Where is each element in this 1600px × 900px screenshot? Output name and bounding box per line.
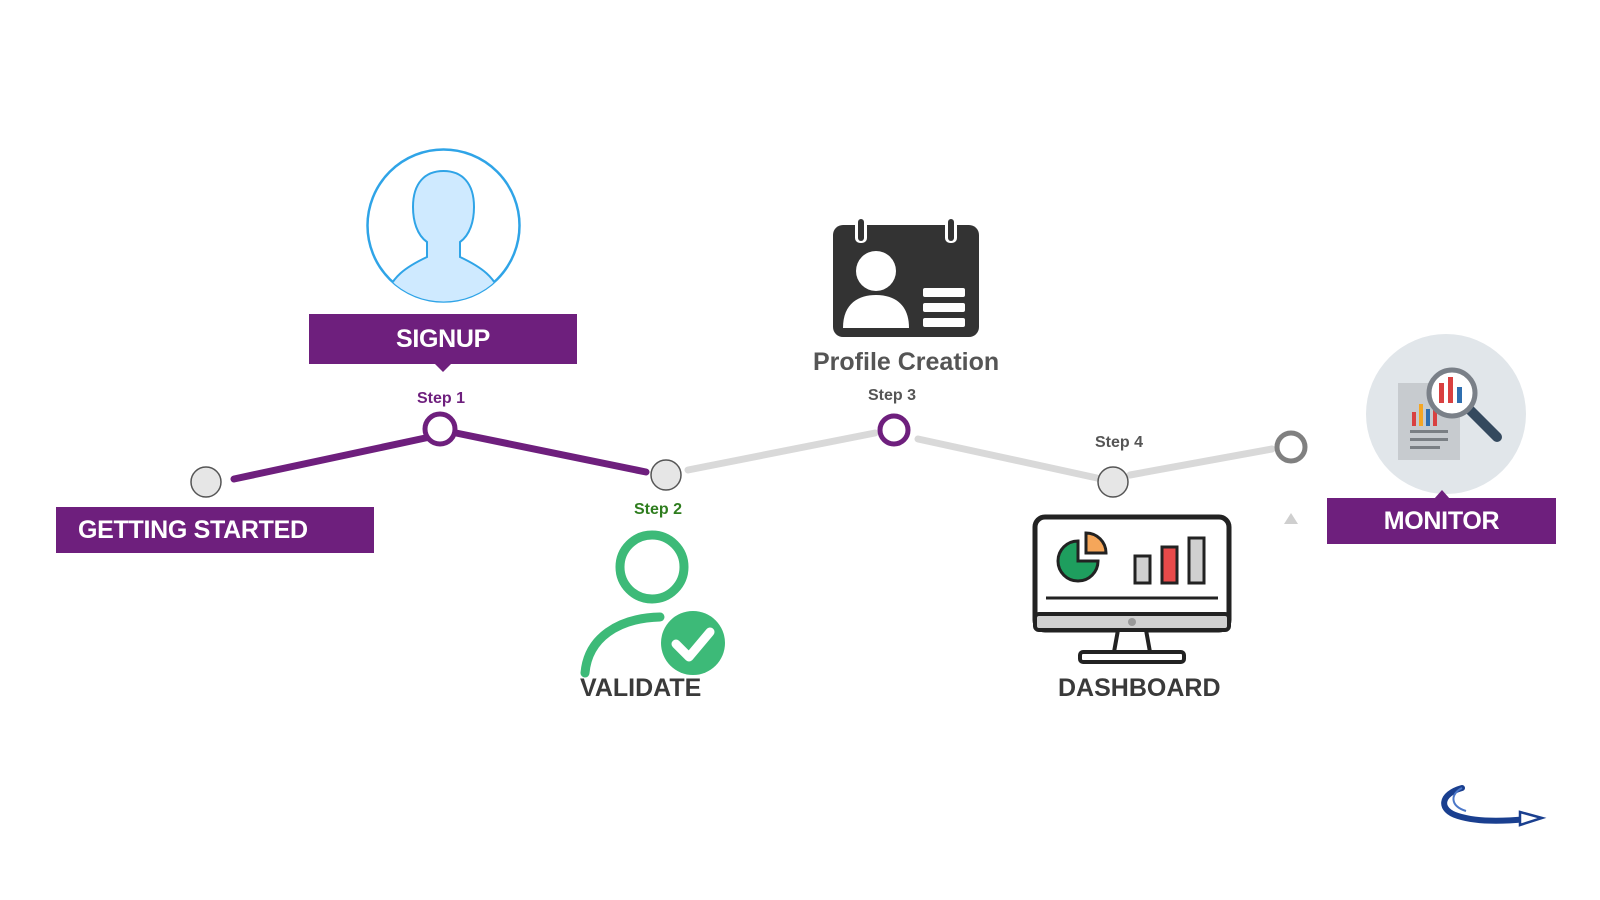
step-4-label: Step 4 (1095, 434, 1144, 451)
node-step-2 (650, 459, 682, 491)
user-avatar-icon (366, 148, 521, 303)
timeline-segment-2 (452, 429, 650, 476)
timeline-segment-1 (230, 433, 434, 483)
dashboard-monitor-icon (1032, 514, 1232, 664)
logo-swoosh-icon (1441, 785, 1547, 827)
monitor-banner: MONITOR (1327, 498, 1556, 544)
dashboard-label: DASHBOARD (1058, 674, 1221, 702)
node-monitor (1274, 430, 1308, 464)
profile-creation-label: Profile Creation (813, 348, 1000, 376)
signup-banner: SIGNUP (309, 314, 577, 364)
report-magnifier-icon (1366, 334, 1526, 494)
node-step-3 (877, 413, 911, 447)
timeline-segment-5 (1126, 445, 1276, 479)
timeline-segment-4 (914, 435, 1101, 482)
signup-label: SIGNUP (395, 324, 491, 353)
node-getting-started (190, 466, 222, 498)
step-2-label: Step 2 (634, 501, 683, 518)
node-step-1 (422, 411, 458, 447)
timeline-segment-3 (684, 429, 879, 474)
monitor-pointer-icon (1434, 490, 1450, 499)
step-1-label: Step 1 (417, 390, 466, 407)
id-card-icon (833, 217, 979, 337)
user-check-icon (580, 530, 725, 678)
step-3-label: Step 3 (868, 387, 917, 404)
signup-pointer-icon (434, 363, 452, 372)
monitor-label: MONITOR (1383, 506, 1500, 535)
pointer-triangle-icon (1284, 513, 1298, 524)
validate-label: VALIDATE (580, 674, 702, 702)
node-step-4 (1097, 466, 1129, 498)
getting-started-banner: GETTING STARTED (56, 507, 374, 553)
getting-started-label: GETTING STARTED (78, 515, 308, 544)
